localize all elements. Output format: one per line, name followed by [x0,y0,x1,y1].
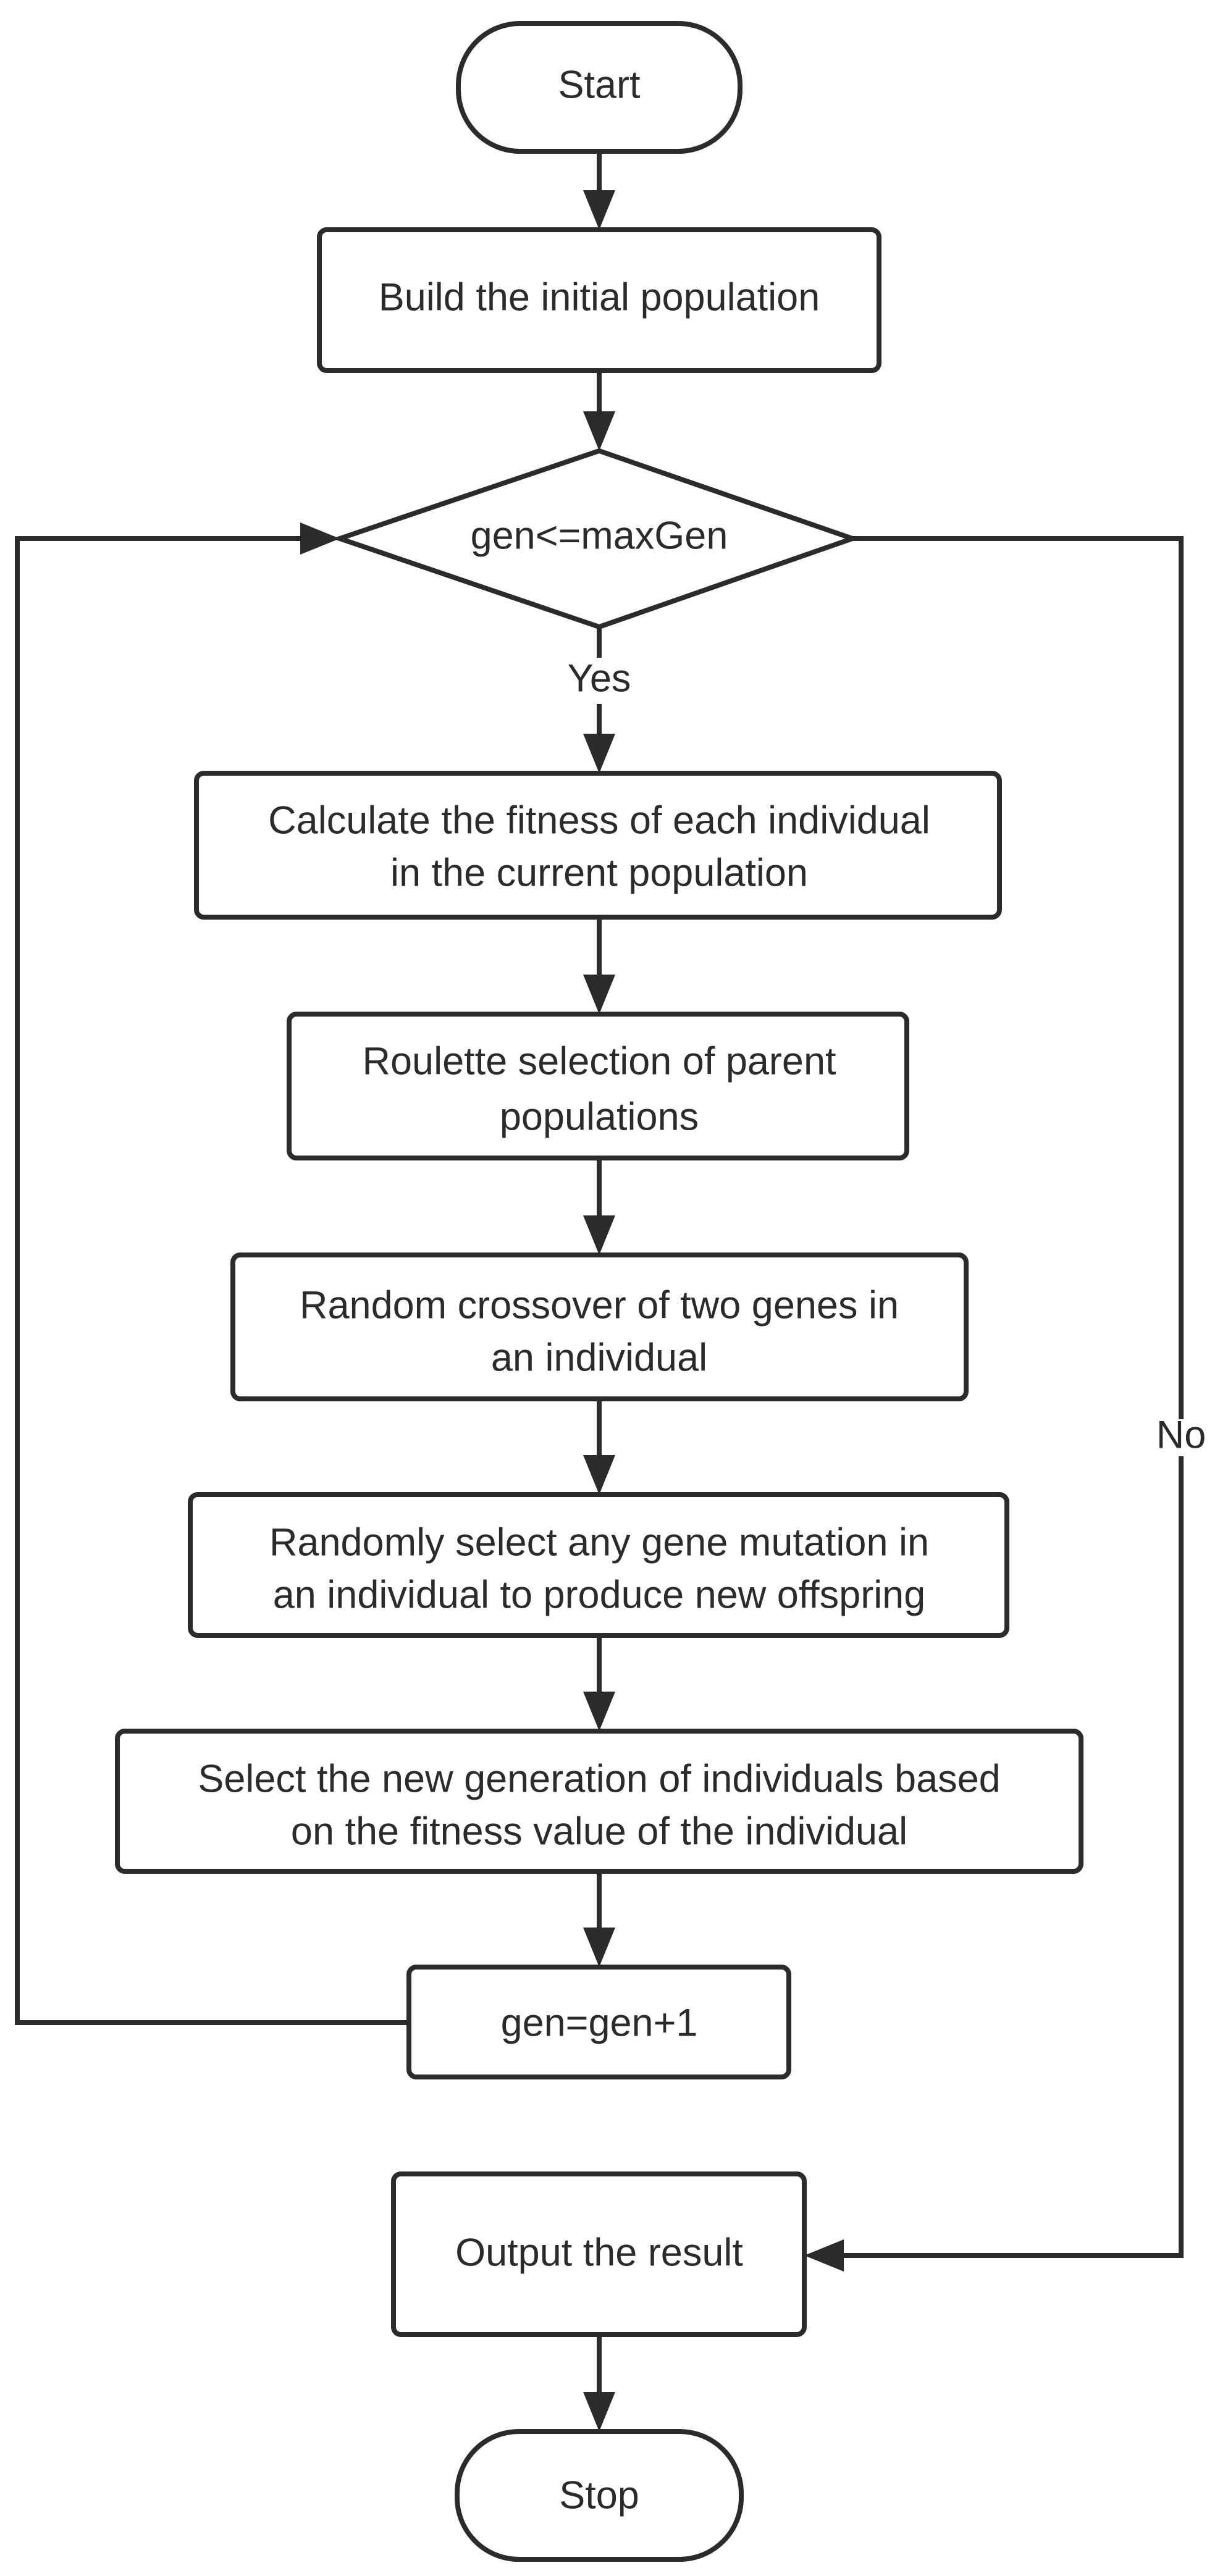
build-population-node: Build the initial population [317,227,881,373]
select-generation-node: Select the new generation of individuals… [115,1729,1083,1874]
edge-decision-no-lower [841,1456,1184,2258]
edge-decision-no [852,536,1184,1419]
output-node: Output the result [391,2171,807,2337]
edge-increment-loop-back [15,536,409,2025]
arrowhead [583,1928,615,1967]
start-node: Start [456,21,743,154]
arrowhead [300,522,340,555]
roulette-label-line-2: populations [500,1096,699,1139]
decision-label: gen<=maxGen [471,514,728,558]
edges [15,151,1184,2431]
roulette-node: Roulette selection of parent populations [287,1012,909,1160]
mutation-node: Randomly select any gene mutation in an … [188,1492,1009,1638]
increment-node: gen=gen+1 [406,1965,791,2079]
crossover-label-line-2: an individual [491,1336,707,1380]
arrowhead [583,1215,615,1255]
roulette-label-line-1: Roulette selection of parent [363,1040,836,1083]
crossover-node: Random crossover of two genes in an indi… [230,1252,969,1401]
output-label: Output the result [455,2231,743,2275]
fitness-node: Calculate the fitness of each individual… [194,771,1002,920]
no-label: No [1156,1414,1206,1457]
arrowhead [583,1455,615,1495]
arrowhead [583,190,615,230]
arrowhead [583,734,615,773]
increment-label: gen=gen+1 [501,2002,698,2045]
arrowhead [583,411,615,451]
start-label: Start [558,64,641,107]
fitness-label-line-2: in the current population [390,852,808,895]
arrowhead [583,1692,615,1731]
arrowhead [583,975,615,1014]
mutation-label-line-1: Randomly select any gene mutation in [269,1521,929,1564]
crossover-label-line-1: Random crossover of two genes in [300,1284,899,1327]
build-population-label: Build the initial population [379,276,820,319]
select-generation-label-line-1: Select the new generation of individuals… [198,1758,1000,1801]
arrowhead [583,2392,615,2431]
arrowhead [804,2239,844,2272]
mutation-label-line-2: an individual to produce new offspring [273,1574,926,1617]
fitness-label-line-1: Calculate the fitness of each individual [268,799,930,842]
select-generation-label-line-2: on the fitness value of the individual [291,1810,907,1853]
stop-label: Stop [559,2474,639,2517]
stop-node: Stop [455,2429,744,2562]
yes-label: Yes [568,657,631,700]
decision-node: gen<=maxGen [332,448,860,630]
